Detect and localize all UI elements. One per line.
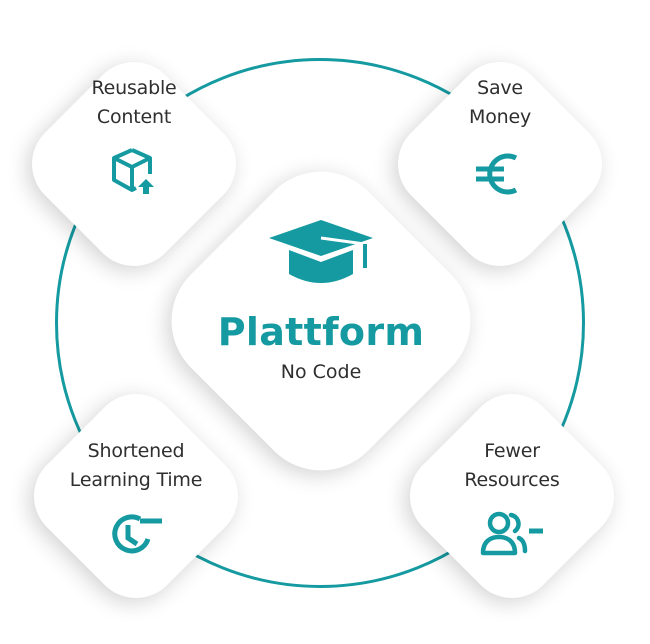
feature-label: Reusable Content <box>91 77 177 128</box>
connection-ring <box>55 58 585 588</box>
clock-minus-icon <box>112 514 162 554</box>
platform-subtitle: No Code <box>280 361 362 383</box>
feature-reusable-content: Reusable Content <box>44 74 224 202</box>
graduation-cap-icon <box>269 220 373 283</box>
platform-title: Plattform <box>217 310 425 354</box>
feature-shortened-learning-time: Shortened Learning Time <box>46 437 226 561</box>
feature-label: Save Money <box>469 77 531 128</box>
feature-label: Fewer Resources <box>464 440 560 491</box>
users-minus-icon <box>480 511 543 556</box>
euro-icon <box>476 153 518 195</box>
box-upload-icon <box>112 148 154 194</box>
platform-card: Plattform No Code <box>196 216 446 386</box>
feature-label: Shortened Learning Time <box>69 440 203 491</box>
feature-save-money: Save Money <box>410 74 590 202</box>
feature-fewer-resources: Fewer Resources <box>422 437 602 561</box>
